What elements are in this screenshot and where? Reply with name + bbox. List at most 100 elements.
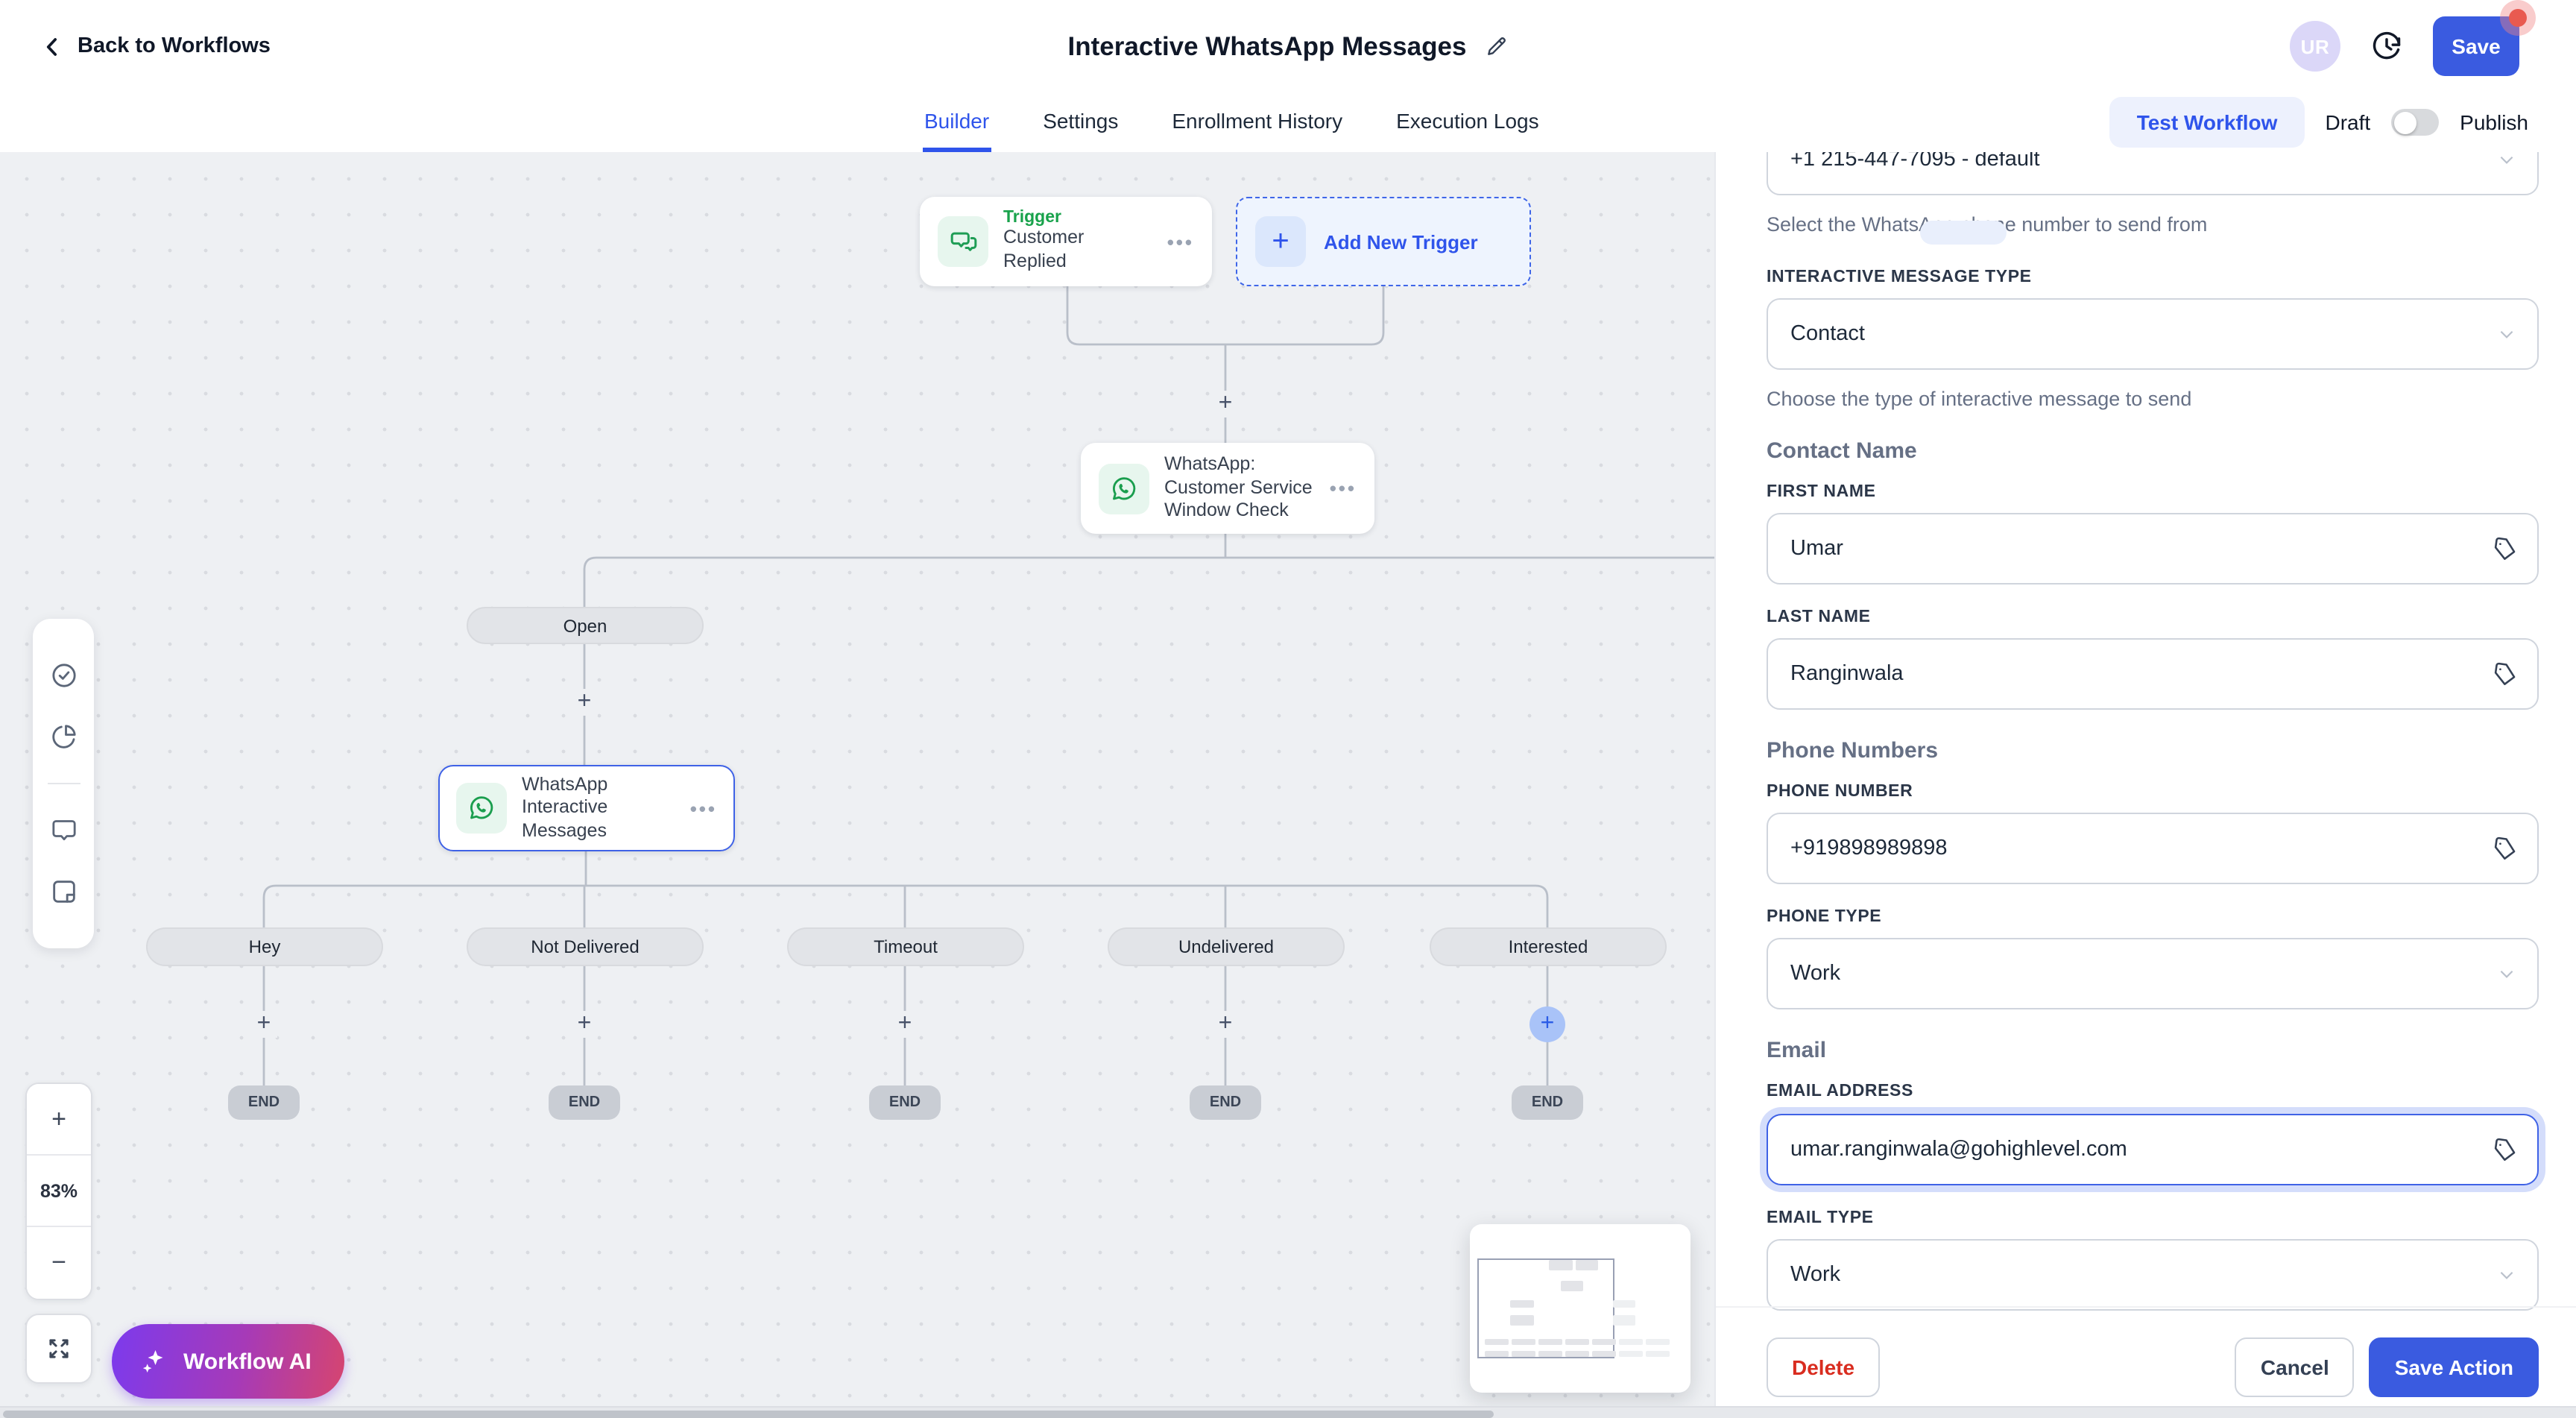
scrollbar-thumb[interactable] bbox=[3, 1410, 1494, 1417]
cancel-button[interactable]: Cancel bbox=[2235, 1337, 2355, 1397]
first-name-field-wrap bbox=[1767, 513, 2539, 584]
workflow-ai-button[interactable]: Workflow AI bbox=[112, 1324, 344, 1399]
footer-divider bbox=[1716, 1306, 2576, 1308]
plus-icon: + bbox=[1255, 216, 1306, 267]
card-icon[interactable] bbox=[48, 877, 78, 907]
whatsapp-icon bbox=[1099, 463, 1149, 514]
whatsapp-check-node[interactable]: WhatsApp: Customer Service Window Check … bbox=[1081, 443, 1374, 534]
zoom-out-button[interactable]: − bbox=[27, 1227, 91, 1299]
email-section-title: Email bbox=[1767, 1038, 1827, 1063]
trigger-menu-button[interactable]: ••• bbox=[1167, 230, 1194, 253]
branch-pill-hey[interactable]: Hey bbox=[146, 927, 383, 966]
fullscreen-button[interactable] bbox=[25, 1314, 92, 1384]
workflow-ai-label: Workflow AI bbox=[183, 1349, 312, 1374]
interactive-node-menu-button[interactable]: ••• bbox=[689, 797, 717, 819]
add-step-button[interactable]: + bbox=[571, 1011, 598, 1038]
branch-pill-timeout[interactable]: Timeout bbox=[787, 927, 1024, 966]
phone-type-select[interactable]: Work bbox=[1767, 938, 2539, 1009]
whatsapp-phone-helper: Select the WhatsApp phone number to send… bbox=[1767, 213, 2208, 236]
minimap[interactable] bbox=[1470, 1224, 1690, 1393]
check-circle-icon[interactable] bbox=[48, 661, 78, 690]
email-address-label: EMAIL ADDRESS bbox=[1767, 1083, 1913, 1100]
contact-name-section-title: Contact Name bbox=[1767, 438, 1917, 464]
publish-label: Publish bbox=[2460, 110, 2528, 134]
expand-arrows-icon bbox=[45, 1335, 73, 1363]
end-node: END bbox=[869, 1085, 941, 1120]
message-type-value: Contact bbox=[1790, 322, 1865, 346]
chevron-down-icon bbox=[2497, 324, 2516, 344]
end-node: END bbox=[228, 1085, 300, 1120]
zoom-controls: + 83% − bbox=[25, 1083, 92, 1300]
save-button[interactable]: Save bbox=[2433, 16, 2519, 76]
chat-bubble-icon[interactable] bbox=[48, 816, 78, 845]
email-address-field-wrap bbox=[1767, 1114, 2539, 1185]
history-button[interactable] bbox=[2370, 30, 2403, 63]
add-step-button-highlighted[interactable]: + bbox=[1530, 1006, 1565, 1042]
email-type-select[interactable]: Work bbox=[1767, 1239, 2539, 1311]
tag-icon[interactable] bbox=[2491, 661, 2518, 687]
tab-settings[interactable]: Settings bbox=[1041, 92, 1120, 152]
avatar[interactable]: UR bbox=[2290, 21, 2340, 72]
phone-number-input[interactable] bbox=[1768, 814, 2537, 883]
edit-title-button[interactable] bbox=[1484, 34, 1508, 58]
add-step-button[interactable]: + bbox=[1212, 391, 1239, 417]
toggle-knob bbox=[2393, 111, 2416, 133]
trigger-type-label: Trigger bbox=[1003, 209, 1061, 227]
branch-pill-not-delivered[interactable]: Not Delivered bbox=[467, 927, 704, 966]
pie-chart-icon[interactable] bbox=[48, 722, 78, 751]
end-node: END bbox=[1190, 1085, 1261, 1120]
workflow-canvas[interactable]: Trigger Customer Replied ••• + Add New T… bbox=[0, 152, 1714, 1418]
chevron-down-icon bbox=[2497, 1265, 2516, 1285]
tabs: Builder Settings Enrollment History Exec… bbox=[923, 92, 1541, 152]
back-label: Back to Workflows bbox=[78, 34, 271, 58]
publish-toggle[interactable] bbox=[2391, 109, 2440, 136]
zoom-in-button[interactable]: + bbox=[27, 1084, 91, 1156]
zoom-level: 83% bbox=[27, 1156, 91, 1227]
trigger-node[interactable]: Trigger Customer Replied ••• bbox=[920, 197, 1212, 286]
tab-enrollment-history[interactable]: Enrollment History bbox=[1170, 92, 1344, 152]
branch-pill-open[interactable]: Open bbox=[467, 607, 704, 644]
interactive-messages-node[interactable]: WhatsApp Interactive Messages ••• bbox=[438, 765, 735, 851]
whatsapp-icon bbox=[456, 783, 507, 834]
back-button[interactable]: Back to Workflows bbox=[42, 34, 271, 58]
publish-controls: Test Workflow Draft Publish bbox=[2109, 97, 2576, 148]
add-step-button[interactable]: + bbox=[571, 689, 598, 716]
header-actions: UR Save bbox=[2290, 0, 2576, 76]
top-header: Back to Workflows Interactive WhatsApp M… bbox=[0, 0, 2576, 92]
save-action-button[interactable]: Save Action bbox=[2369, 1337, 2539, 1397]
add-step-button[interactable]: + bbox=[1212, 1011, 1239, 1038]
phone-numbers-section-title: Phone Numbers bbox=[1767, 738, 1939, 763]
page-title: Interactive WhatsApp Messages bbox=[1067, 31, 1467, 60]
tab-builder[interactable]: Builder bbox=[923, 92, 991, 152]
add-new-trigger-button[interactable]: + Add New Trigger bbox=[1236, 197, 1531, 286]
check-node-menu-button[interactable]: ••• bbox=[1329, 477, 1357, 500]
last-name-input[interactable] bbox=[1768, 640, 2537, 708]
clock-history-icon bbox=[2370, 30, 2403, 63]
test-workflow-button[interactable]: Test Workflow bbox=[2109, 97, 2305, 148]
add-step-button[interactable]: + bbox=[250, 1011, 277, 1038]
add-step-button[interactable]: + bbox=[891, 1011, 918, 1038]
panel-footer: Delete Cancel Save Action bbox=[1767, 1337, 2539, 1397]
whatsapp-phone-value: +1 215-447-7095 - default bbox=[1790, 152, 2040, 171]
end-node: END bbox=[1512, 1085, 1583, 1120]
connector-lines bbox=[262, 286, 1714, 1085]
tag-icon[interactable] bbox=[2491, 535, 2518, 562]
branch-pill-interested[interactable]: Interested bbox=[1430, 927, 1667, 966]
email-address-input[interactable] bbox=[1768, 1115, 2537, 1184]
first-name-input[interactable] bbox=[1768, 514, 2537, 583]
message-type-select[interactable]: Contact bbox=[1767, 298, 2539, 370]
tab-execution-logs[interactable]: Execution Logs bbox=[1395, 92, 1540, 152]
whatsapp-phone-select[interactable]: +1 215-447-7095 - default bbox=[1767, 152, 2539, 195]
phone-type-value: Work bbox=[1790, 962, 1841, 986]
chevron-down-icon bbox=[2497, 152, 2516, 169]
horizontal-scrollbar[interactable] bbox=[0, 1406, 2576, 1418]
delete-button[interactable]: Delete bbox=[1767, 1337, 1881, 1397]
phone-number-label: PHONE NUMBER bbox=[1767, 783, 1913, 801]
end-node: END bbox=[549, 1085, 620, 1120]
tag-icon[interactable] bbox=[2491, 835, 2518, 862]
action-settings-panel: +1 215-447-7095 - default Select the Wha… bbox=[1714, 152, 2576, 1418]
tag-icon[interactable] bbox=[2491, 1136, 2518, 1163]
message-type-helper: Choose the type of interactive message t… bbox=[1767, 388, 2192, 410]
branch-pill-undelivered[interactable]: Undelivered bbox=[1108, 927, 1345, 966]
